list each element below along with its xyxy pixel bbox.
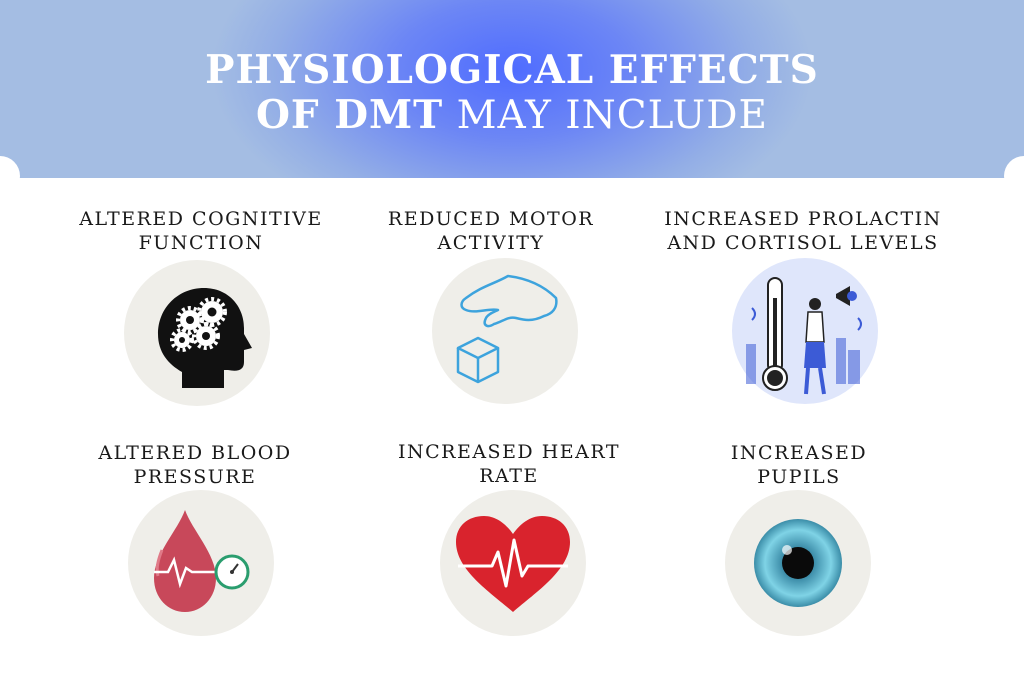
effect-circle-motor (432, 258, 578, 404)
effect-circle-cognitive (124, 260, 270, 406)
effect-label-line2: PUPILS (757, 466, 841, 488)
header-banner (0, 0, 1024, 178)
hand-block-icon (456, 274, 558, 384)
header-corner-left (0, 156, 20, 196)
effect-label-line1: INCREASED HEART (397, 441, 621, 463)
effect-label-motor: REDUCED MOTOR ACTIVITY (346, 207, 636, 255)
heart-rate-icon (456, 516, 570, 612)
effect-circle-heart-rate (440, 490, 586, 636)
effect-label-prolactin: INCREASED PROLACTIN AND CORTISOL LEVELS (658, 207, 948, 255)
effect-label-heart-rate: INCREASED HEART RATE (364, 440, 654, 488)
page-title: PHYSIOLOGICAL EFFECTS OF DMT MAY INCLUDE (0, 47, 1024, 139)
blood-pressure-icon (154, 510, 250, 612)
effect-label-line2: PRESSURE (133, 466, 257, 488)
head-gears-icon (158, 288, 252, 388)
title-line-2-bold: OF DMT (255, 92, 444, 138)
effect-label-cognitive: ALTERED COGNITIVE FUNCTION (56, 207, 346, 255)
effect-label-line2: ACTIVITY (437, 232, 545, 254)
thermometer-stress-icon (746, 277, 862, 395)
effect-label-line1: INCREASED (730, 442, 868, 464)
effect-label-line1: REDUCED MOTOR (387, 208, 595, 230)
effect-label-line2: FUNCTION (138, 232, 264, 254)
header-corner-right (1004, 156, 1024, 196)
effect-circle-prolactin (732, 258, 878, 404)
effect-label-line2: AND CORTISOL LEVELS (667, 232, 939, 254)
effect-label-line1: ALTERED BLOOD (98, 442, 292, 464)
effect-circle-pupils (725, 490, 871, 636)
effect-label-pupils: INCREASED PUPILS (654, 441, 944, 489)
effect-circle-blood-pressure (128, 490, 274, 636)
effect-label-line1: INCREASED PROLACTIN (664, 208, 942, 230)
effect-label-blood-pressure: ALTERED BLOOD PRESSURE (50, 441, 340, 489)
eye-pupil-icon (754, 519, 842, 607)
title-line-1: PHYSIOLOGICAL EFFECTS (205, 47, 819, 93)
effect-label-line1: ALTERED COGNITIVE (79, 208, 323, 230)
title-line-2-rest: MAY INCLUDE (443, 93, 769, 138)
effect-label-line2: RATE (479, 465, 539, 487)
